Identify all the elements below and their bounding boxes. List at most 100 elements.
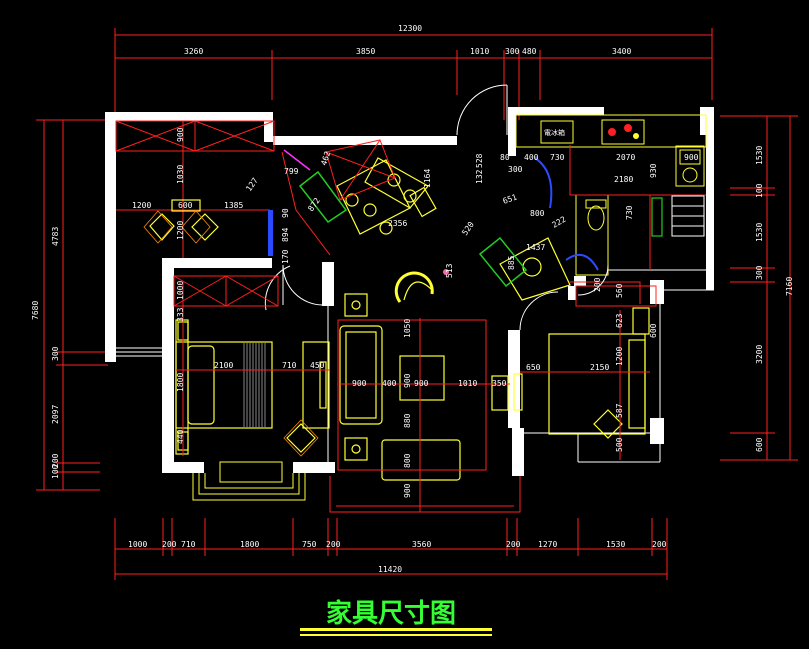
bed: [175, 319, 330, 455]
top-left-room: [115, 120, 275, 258]
svg-text:333: 333: [176, 307, 185, 322]
svg-text:222: 222: [551, 215, 568, 230]
svg-text:600: 600: [649, 323, 658, 338]
svg-text:1010: 1010: [470, 47, 489, 56]
svg-text:300: 300: [505, 47, 520, 56]
bathroom: [575, 194, 609, 276]
svg-text:200: 200: [593, 277, 602, 292]
svg-text:528: 528: [475, 153, 484, 168]
svg-text:400: 400: [524, 153, 539, 162]
svg-text:513: 513: [445, 263, 454, 278]
svg-text:3260: 3260: [184, 47, 203, 56]
svg-text:900: 900: [414, 379, 429, 388]
svg-text:350: 350: [492, 379, 507, 388]
svg-text:400: 400: [382, 379, 397, 388]
svg-text:1530: 1530: [606, 540, 625, 549]
right-bedroom-red: [520, 285, 657, 460]
kitchen-green-frame: [651, 197, 663, 237]
svg-text:894: 894: [281, 227, 290, 242]
corridor-green: [478, 236, 528, 288]
svg-text:730: 730: [625, 205, 634, 220]
living-red-lines: [337, 318, 510, 512]
living-room: [339, 281, 509, 481]
drawing-title: 家具尺寸图: [326, 598, 456, 629]
svg-text:100: 100: [51, 464, 60, 479]
svg-text:1000: 1000: [128, 540, 147, 549]
svg-text:480: 480: [522, 47, 537, 56]
svg-text:1800: 1800: [176, 373, 185, 392]
svg-text:462: 462: [319, 150, 332, 167]
svg-text:200: 200: [652, 540, 667, 549]
svg-text:650: 650: [526, 363, 541, 372]
washer-icon: [671, 195, 705, 237]
kitchen: [515, 114, 707, 187]
svg-text:200: 200: [326, 540, 341, 549]
svg-text:80: 80: [500, 153, 510, 162]
svg-text:651: 651: [502, 192, 519, 205]
svg-text:1437: 1437: [526, 243, 545, 252]
svg-text:1530: 1530: [755, 146, 764, 165]
corridor-blue-arc-2: [565, 253, 599, 271]
dimension-lines: [36, 28, 798, 580]
svg-text:800: 800: [530, 209, 545, 218]
svg-text:90: 90: [281, 208, 290, 218]
svg-text:600: 600: [178, 201, 193, 210]
svg-text:900: 900: [684, 153, 699, 162]
svg-text:300: 300: [508, 165, 523, 174]
svg-text:1200: 1200: [176, 221, 185, 240]
svg-text:2070: 2070: [616, 153, 635, 162]
svg-text:880: 880: [403, 413, 412, 428]
dining-red-hatch: [281, 139, 396, 256]
svg-text:560: 560: [615, 283, 624, 298]
svg-text:170: 170: [281, 249, 290, 264]
svg-text:930: 930: [649, 163, 658, 178]
svg-text:1000: 1000: [176, 281, 185, 300]
svg-text:300: 300: [755, 265, 764, 280]
bottom-frame: [329, 476, 521, 513]
corridor-blue-arc: [534, 157, 553, 209]
bed-hatch: [243, 343, 266, 428]
svg-text:3400: 3400: [612, 47, 631, 56]
svg-text:710: 710: [181, 540, 196, 549]
svg-text:800: 800: [403, 453, 412, 468]
svg-text:100: 100: [755, 183, 764, 198]
svg-text:11420: 11420: [378, 565, 402, 574]
stove-icon: [608, 124, 639, 139]
bedroom-red-dims: [176, 282, 330, 456]
svg-text:1800: 1800: [240, 540, 259, 549]
svg-text:2150: 2150: [590, 363, 609, 372]
svg-text:2097: 2097: [51, 405, 60, 424]
dining-area: [336, 157, 437, 235]
svg-text:520: 520: [460, 220, 476, 237]
svg-text:3560: 3560: [412, 540, 431, 549]
bed-nightstand-red: [283, 419, 319, 457]
living-pink-dot: [443, 269, 449, 275]
svg-text:7160: 7160: [785, 277, 794, 296]
bathroom-red: [569, 145, 706, 304]
title-underline-1: [300, 628, 492, 631]
bedroom-wardrobe: [173, 275, 279, 307]
dining-magenta-line: [283, 149, 311, 171]
fridge-label: 電冰箱: [544, 128, 565, 137]
svg-text:1164: 1164: [423, 169, 432, 188]
svg-text:2100: 2100: [214, 361, 233, 370]
svg-text:900: 900: [352, 379, 367, 388]
svg-text:200: 200: [506, 540, 521, 549]
svg-text:200: 200: [162, 540, 177, 549]
svg-text:1530: 1530: [755, 223, 764, 242]
svg-text:1030: 1030: [176, 165, 185, 184]
svg-text:885: 885: [507, 255, 516, 270]
svg-text:127: 127: [244, 176, 260, 193]
svg-text:799: 799: [284, 167, 299, 176]
svg-text:587: 587: [615, 403, 624, 418]
svg-text:900: 900: [403, 373, 412, 388]
svg-text:2356: 2356: [388, 219, 407, 228]
svg-text:730: 730: [550, 153, 565, 162]
svg-text:1050: 1050: [403, 319, 412, 338]
svg-text:3850: 3850: [356, 47, 375, 56]
right-bedroom: [513, 307, 650, 439]
svg-text:600: 600: [755, 437, 764, 452]
svg-text:900: 900: [176, 127, 185, 142]
svg-text:623: 623: [615, 313, 624, 328]
svg-text:1385: 1385: [224, 201, 243, 210]
